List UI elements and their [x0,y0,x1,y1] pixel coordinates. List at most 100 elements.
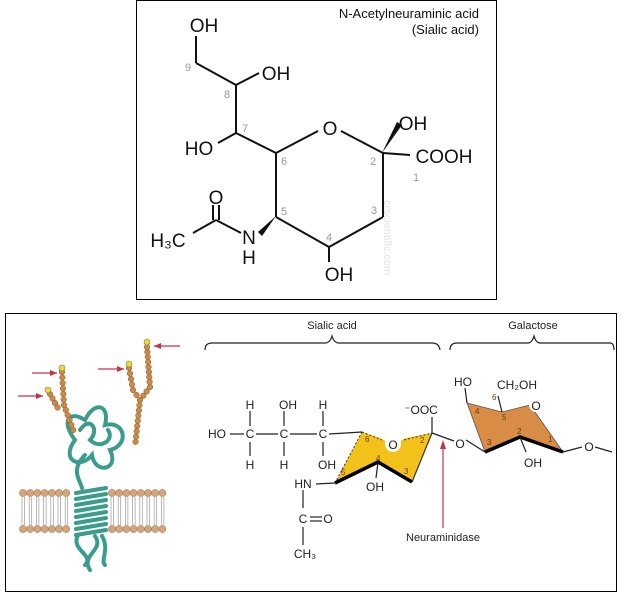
lipid-head [33,489,42,497]
ring-number: 6 [492,393,497,402]
atom-ch3: CH₃ [294,547,316,561]
atom-c: C [246,427,255,441]
lipid-head [158,489,167,497]
atom-n-h: H [242,248,256,269]
ring-number: 3 [404,467,409,476]
carbon-number-2: 2 [370,156,376,168]
protein-loop [74,453,87,490]
arrow-head-icon [36,393,43,399]
lipid-head [129,525,138,533]
sugar-bead [60,390,67,398]
lipid-head [40,489,49,497]
lipid-head [151,489,160,497]
panel-border [5,313,617,592]
sugar-bead [143,388,150,395]
atom-ring-o: O [323,119,338,140]
sugar-bead [59,379,66,387]
sialic-acid-label: Sialic acid [307,320,357,332]
sialic-ring-o: O [388,438,397,452]
atom-c: C [319,427,328,441]
lipid-head [136,489,145,497]
lipid-head [144,525,152,533]
ring-number: 5 [341,468,346,477]
atom-ho-c7: HO [185,139,214,160]
atom-oh-c4: OH [325,265,354,286]
galactose-label: Galactose [508,320,558,332]
lipid-head [33,525,42,533]
sialic-bonds [230,411,455,545]
transmembrane-helix [74,510,108,519]
sialic-acid-terminal-bead [125,360,133,368]
atom-h: H [319,398,328,412]
sugar-bead [134,417,141,424]
sugar-bead [145,363,152,371]
sialic-acid-terminal-bead [143,338,151,346]
sugar-bead [54,404,61,411]
sugar-bead [146,378,153,386]
sugar-bead [145,358,152,366]
carbon-number-4: 4 [326,232,332,244]
sugar-bead [146,383,154,391]
bonds [192,36,411,262]
atom-c-carbonyl: C [299,512,308,526]
sugar-bead [129,386,137,394]
atom-oh-c4: OH [366,480,384,494]
ring-number: 2 [517,427,522,436]
atom-n: N [242,228,256,249]
lipid-head [40,525,49,533]
lipid-head [26,489,35,497]
glycosidic-oxygen: O [455,437,464,451]
atom-carboxylate: ⁻OOC [404,403,438,417]
protein-globular-domain [65,405,125,470]
atom-c: C [280,427,289,441]
lipid-head [122,525,131,533]
transmembrane-helix [74,492,108,501]
structure-title: N-Acetylneuraminic acid [339,6,479,21]
sugar-bead [146,373,153,381]
arrow-head-icon [50,370,57,376]
lipid-head [47,489,56,497]
sugar-bead [144,348,151,356]
transmembrane-helix [74,486,108,495]
sugar-bead [135,412,142,419]
lipid-head [122,489,131,497]
sugar-bead [127,375,135,383]
sugar-bead [128,381,136,388]
sugar-bead [59,385,67,392]
atom-oh-c9: OH [190,16,219,37]
lipid-head [19,489,27,497]
arrow-head-icon [154,343,161,349]
sugar-bead [134,423,141,430]
ring-number: 2 [420,436,425,445]
neuraminidase-panel: Sialic acid Galactose O 6 2 5 4 3 [5,313,617,592]
carbon-number-7: 7 [242,123,248,135]
sugar-bead [59,374,66,381]
atom-h3c: H₃C [150,231,185,252]
lipid-head [158,525,167,533]
transmembrane-helix [74,498,108,507]
galactose-ring-o: O [531,399,540,413]
sugar-bead [133,428,140,435]
ring-number: 1 [548,435,553,444]
carbon-number-8: 8 [224,89,230,101]
sugar-bead [60,396,67,403]
atom-o-link: O [584,440,593,454]
carbon-number-6: 6 [281,156,287,168]
atom-oh: OH [318,458,336,472]
atom-ho: HO [454,375,472,389]
atom-carbonyl-o: O [209,188,224,209]
arrow-head-icon [117,366,124,372]
atom-oh: OH [524,456,542,470]
sugar-bead [145,368,152,376]
lipid-head [62,525,71,533]
atom-oh-c8: OH [262,64,291,85]
sugar-bead [136,402,143,409]
atom-oh-c2: OH [399,114,428,135]
lipid-head [108,525,116,533]
carbon-number-1: 1 [413,172,419,184]
atom-ho: HO [208,427,226,441]
transmembrane-helix [74,528,108,537]
lipid-head [26,525,35,533]
sialic-acid-brace [204,333,441,351]
